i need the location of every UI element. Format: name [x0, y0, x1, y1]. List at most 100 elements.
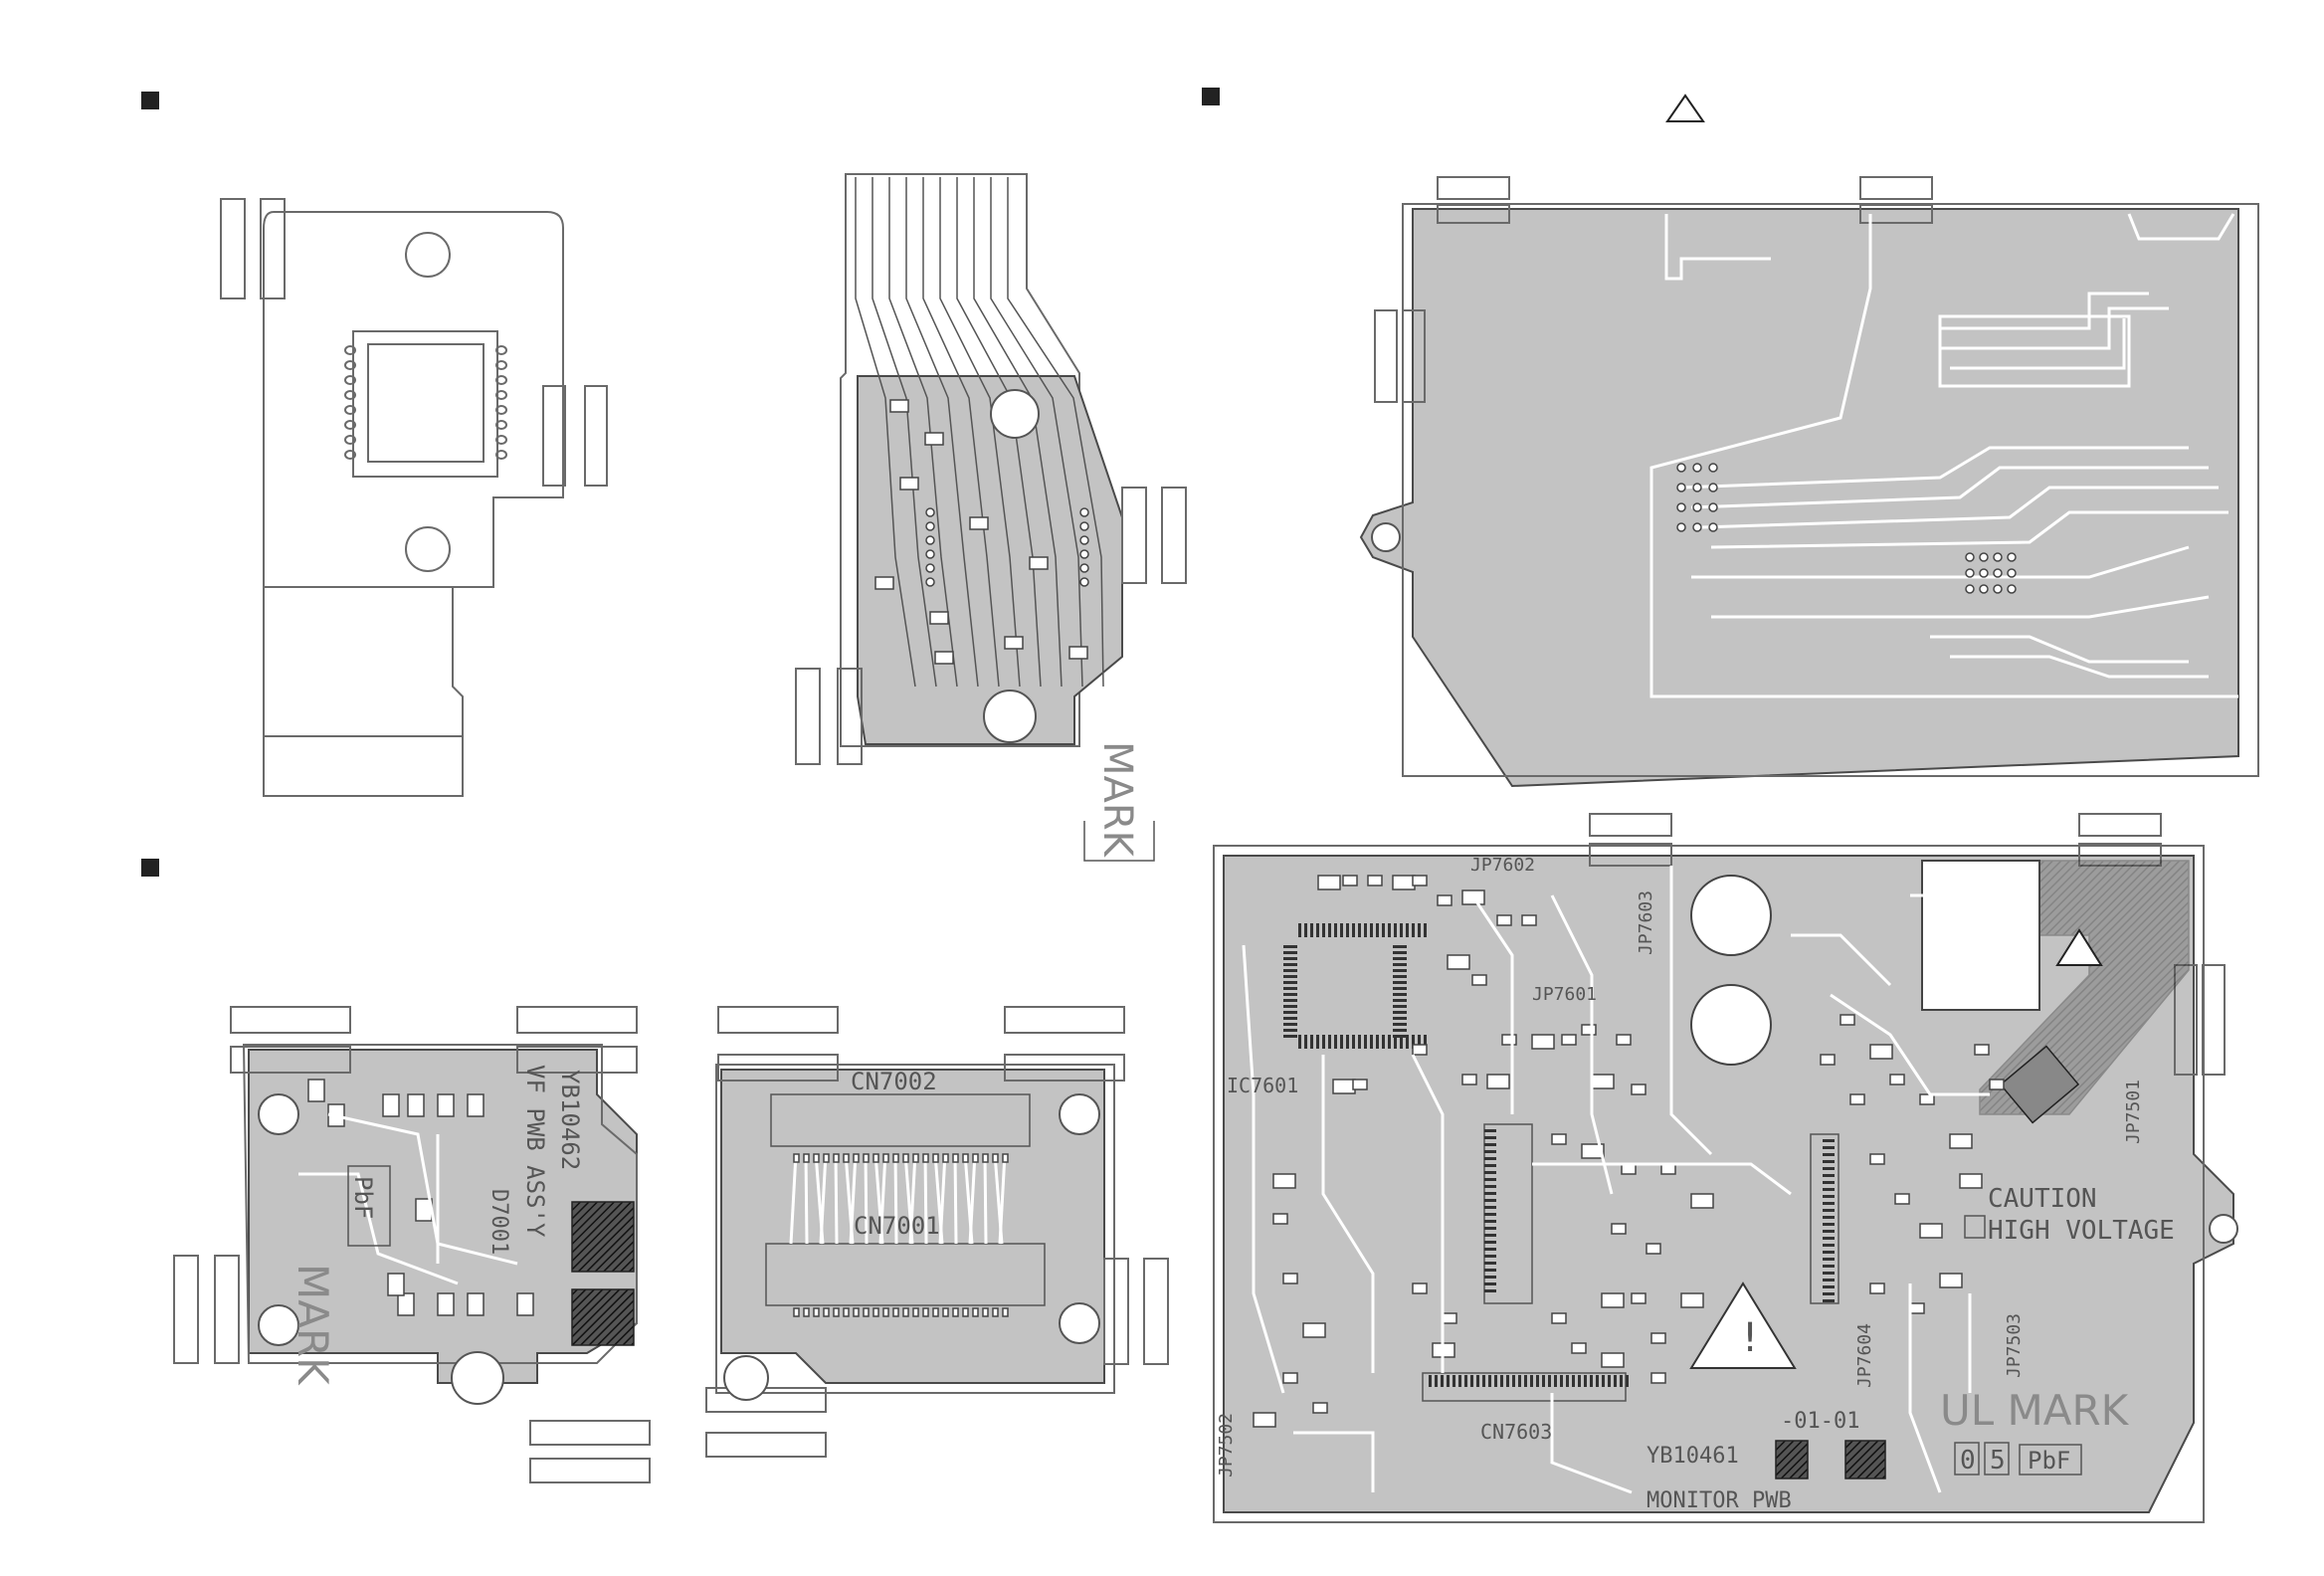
cn-pin — [804, 1154, 809, 1162]
cn7603-pin — [1494, 1375, 1497, 1387]
conn-pin — [1484, 1199, 1496, 1202]
ic-pin — [1406, 923, 1409, 937]
via — [1677, 503, 1685, 511]
connector-cn7002: CN7002 — [851, 1068, 937, 1095]
via — [1677, 484, 1685, 492]
cn-pin — [953, 1154, 958, 1162]
via — [1994, 585, 2002, 593]
ic-pin — [1393, 969, 1407, 972]
smd-component — [1273, 1214, 1287, 1224]
conn-pin — [1823, 1272, 1835, 1275]
cn7603-pin — [1560, 1375, 1563, 1387]
smd-component — [1522, 915, 1536, 925]
conn-pin — [1484, 1276, 1496, 1279]
monitor-back-board — [1361, 177, 2258, 786]
cn7603-pin — [1458, 1375, 1461, 1387]
smd-component — [398, 1293, 414, 1315]
cn7603-pin — [1536, 1375, 1539, 1387]
cn-pin — [973, 1308, 978, 1316]
via — [926, 578, 934, 586]
cn-pin — [844, 1308, 849, 1316]
cn-pin — [794, 1154, 799, 1162]
smd-component — [1572, 1343, 1586, 1353]
cn-pin — [883, 1154, 888, 1162]
flex-board: MARK — [796, 174, 1186, 861]
cn-pin — [923, 1154, 928, 1162]
ic-pin — [1283, 975, 1297, 978]
cn-pin — [953, 1308, 958, 1316]
ic-pin — [1393, 1011, 1407, 1014]
cn-pin — [834, 1308, 839, 1316]
ic-pin — [1283, 1035, 1297, 1038]
cn7603-pin — [1506, 1375, 1509, 1387]
ic-pin — [1364, 1035, 1367, 1049]
conn-pin — [1484, 1178, 1496, 1181]
cn-pin — [814, 1308, 819, 1316]
monitor-revision: -01-01 — [1781, 1409, 1859, 1434]
ic-pin — [1283, 963, 1297, 966]
cn-pin — [933, 1154, 938, 1162]
smd-component — [1821, 1055, 1835, 1065]
ic-pin — [1310, 1035, 1313, 1049]
ic-pin — [1393, 945, 1407, 948]
ic-pin — [1322, 1035, 1325, 1049]
smd-component — [1333, 1080, 1355, 1093]
conn-pin — [1484, 1234, 1496, 1237]
via — [1677, 523, 1685, 531]
smd-component — [388, 1274, 404, 1295]
cn-pin — [983, 1154, 988, 1162]
smd-component — [308, 1080, 324, 1101]
smd-component — [1438, 895, 1452, 905]
ic-pin — [1376, 923, 1379, 937]
ic-pin — [1346, 1035, 1349, 1049]
smd-component — [1462, 1075, 1476, 1084]
lot-digit-2: 5 — [1990, 1446, 2006, 1476]
cn-pin — [983, 1308, 988, 1316]
smd-component — [1602, 1353, 1624, 1367]
ic-pin — [1352, 1035, 1355, 1049]
cn-pin — [854, 1308, 859, 1316]
cn7603-pin — [1548, 1375, 1551, 1387]
via — [1080, 578, 1088, 586]
cn-trace — [985, 1154, 986, 1244]
via — [1693, 484, 1701, 492]
via — [1966, 585, 1974, 593]
cn-pin — [993, 1308, 998, 1316]
ic-pin — [1358, 923, 1361, 937]
via — [1709, 523, 1717, 531]
jp7602-label: JP7602 — [1470, 855, 1535, 876]
section-marker-top-left — [141, 92, 159, 109]
smd-component — [1313, 1403, 1327, 1413]
jp7601-label: JP7601 — [1532, 984, 1597, 1005]
via — [1080, 522, 1088, 530]
smd-component — [1303, 1323, 1325, 1337]
conn-pin — [1823, 1146, 1835, 1149]
high-voltage-text: HIGH VOLTAGE — [1988, 1216, 2175, 1246]
ic-pin — [1328, 923, 1331, 937]
ic-pin — [1316, 923, 1319, 937]
cn7603-pin — [1614, 1375, 1617, 1387]
section-marker-right — [1202, 88, 1220, 105]
conn-pin — [1484, 1255, 1496, 1258]
via — [926, 536, 934, 544]
via — [2008, 585, 2016, 593]
conn-pin — [1823, 1237, 1835, 1240]
smd-component — [468, 1293, 484, 1315]
cn7603-pin — [1441, 1375, 1444, 1387]
ic-pin — [1352, 923, 1355, 937]
vf-pwb-board: YB10462 VF PWB ASS'Y D7001 PbF MARK — [174, 1007, 650, 1482]
conn-pin — [1823, 1258, 1835, 1261]
cn-trace — [836, 1154, 837, 1244]
monitor-name: MONITOR PWB — [1646, 1488, 1792, 1513]
via — [1980, 569, 1988, 577]
conn-pin — [1823, 1299, 1835, 1302]
ic-pin — [1393, 987, 1407, 990]
conn-pin — [1484, 1157, 1496, 1160]
connector-cn7001: CN7001 — [854, 1212, 940, 1240]
smd-component — [1254, 1413, 1275, 1427]
jp7503-label: JP7503 — [2004, 1313, 2025, 1378]
smd-component — [1850, 1094, 1864, 1104]
smd-component — [1975, 1045, 1989, 1055]
via — [1709, 503, 1717, 511]
